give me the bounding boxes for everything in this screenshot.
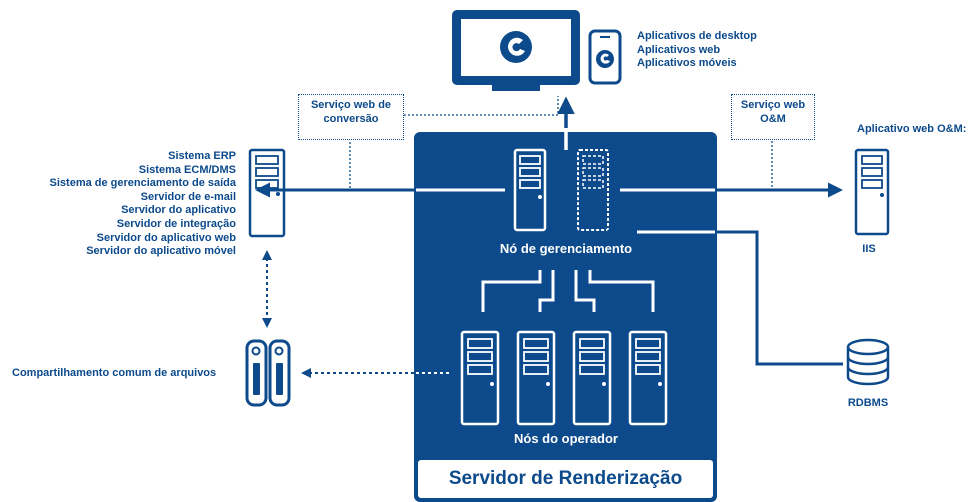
operator-server-4 <box>628 330 668 426</box>
operator-servers <box>460 330 668 426</box>
iis-label: IIS <box>862 243 876 255</box>
conversion-service-box: Serviço web de conversão <box>298 94 404 140</box>
render-server-panel <box>414 132 717 502</box>
conversion-service-label: Serviço web de conversão <box>310 99 392 125</box>
system-output: Sistema de gerenciamento de saída <box>49 177 236 190</box>
system-ecm: Sistema ECM/DMS <box>138 163 236 176</box>
database-icon <box>846 338 890 386</box>
om-service-box: Serviço web O&M <box>731 94 815 140</box>
iis-server-icon <box>854 148 890 236</box>
client-apps-list: Aplicativos de desktop Aplicativos web A… <box>637 30 757 71</box>
systems-list: Sistema ERP Sistema ECM/DMS Sistema de g… <box>50 150 236 259</box>
file-share-label: Compartilhamento comum de arquivos <box>12 367 217 379</box>
phone-icon <box>588 29 622 85</box>
file-share-icon <box>245 339 291 407</box>
operator-server-2 <box>516 330 556 426</box>
app-mobile: Aplicativos móveis <box>637 57 737 70</box>
monitor-icon <box>452 10 580 91</box>
systems-server-icon <box>248 148 286 238</box>
om-app-label: Aplicativo web O&M: <box>857 123 967 135</box>
system-integration: Servidor de integração <box>116 217 236 230</box>
operator-nodes-label: Nós do operador <box>513 431 618 446</box>
management-node-label: Nó de gerenciamento <box>499 241 633 256</box>
render-server-title: Servidor de Renderização <box>448 468 683 489</box>
operator-server-1 <box>460 330 500 426</box>
app-web: Aplicativos web <box>637 43 721 56</box>
system-mobile-app: Servidor do aplicativo móvel <box>86 245 236 258</box>
management-server-dashed <box>577 149 609 231</box>
app-desktop: Aplicativos de desktop <box>637 30 757 42</box>
management-server-solid <box>513 148 547 232</box>
system-app-server: Servidor do aplicativo <box>121 204 236 217</box>
system-web-app: Servidor do aplicativo web <box>96 231 236 244</box>
system-email: Servidor de e-mail <box>140 190 236 203</box>
system-erp: Sistema ERP <box>168 150 236 162</box>
rdbms-label: RDBMS <box>847 397 889 409</box>
om-service-label: Serviço web O&M <box>740 99 806 125</box>
operator-server-3 <box>572 330 612 426</box>
